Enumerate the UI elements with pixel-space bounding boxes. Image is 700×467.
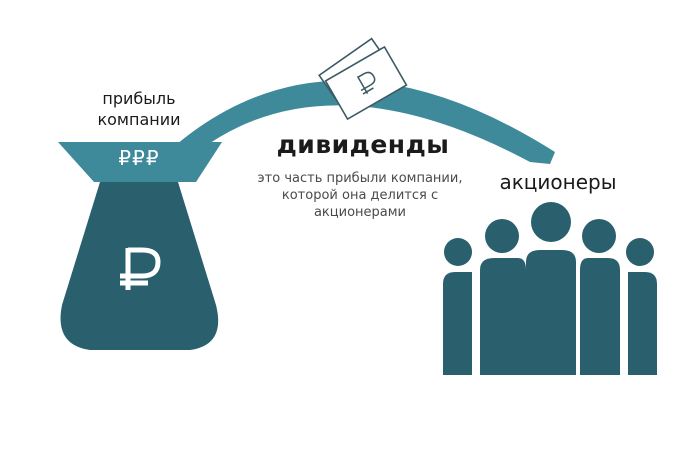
shareholders-group-icon xyxy=(443,202,657,375)
dividends-description: это часть прибыли компании, которой она … xyxy=(257,171,463,220)
shareholders-label: акционеры xyxy=(499,170,617,194)
funnel-ruble-symbols: ₽₽₽ xyxy=(118,146,160,170)
flow-arc xyxy=(170,80,555,164)
banknotes-icon xyxy=(318,37,408,121)
funnel-icon xyxy=(58,142,222,182)
dividends-title: дивиденды xyxy=(276,130,450,159)
ruble-bag-icon xyxy=(60,182,219,350)
profit-label: прибыль компании xyxy=(97,89,181,129)
